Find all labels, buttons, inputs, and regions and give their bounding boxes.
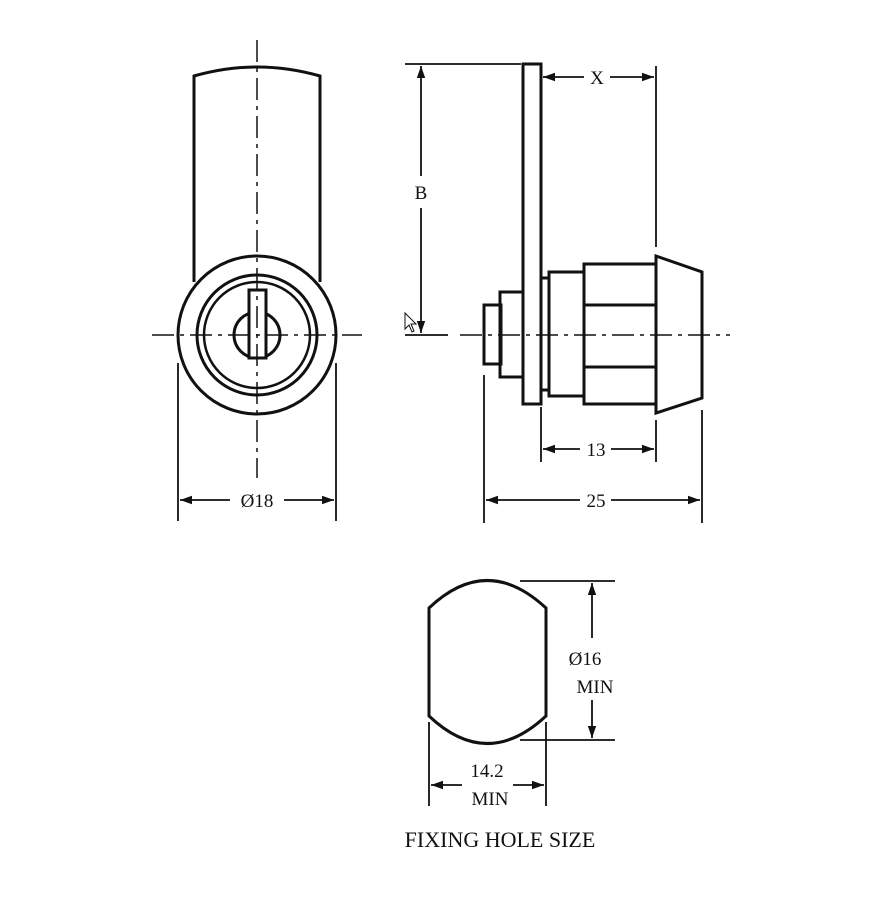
fixing-hole-caption: FIXING HOLE SIZE xyxy=(405,827,596,852)
x-label: X xyxy=(590,68,604,89)
side-view: X B 13 25 xyxy=(404,62,730,523)
mouse-cursor-icon xyxy=(404,311,418,333)
nut xyxy=(547,270,586,398)
dia18-label: Ø18 xyxy=(241,491,274,512)
hex-body xyxy=(582,262,658,406)
front-view: Ø18 xyxy=(152,40,362,521)
bezel-head xyxy=(654,253,704,416)
dia16-label: Ø16 xyxy=(569,649,602,670)
cam-plate xyxy=(521,62,543,406)
dim25-label: 25 xyxy=(587,491,606,512)
fixing-hole-outline xyxy=(427,579,548,745)
fixing-hole-view: Ø16 MIN 14.2 MIN FIXING HOLE SIZE xyxy=(405,579,615,852)
front-body-outline xyxy=(192,65,322,282)
dia16-min-label: MIN xyxy=(577,677,614,698)
w142-label: 14.2 xyxy=(470,761,503,782)
spindle-collar xyxy=(498,290,525,379)
w142-min-label: MIN xyxy=(472,789,509,810)
dim13-label: 13 xyxy=(587,440,606,461)
b-label: B xyxy=(415,183,428,204)
